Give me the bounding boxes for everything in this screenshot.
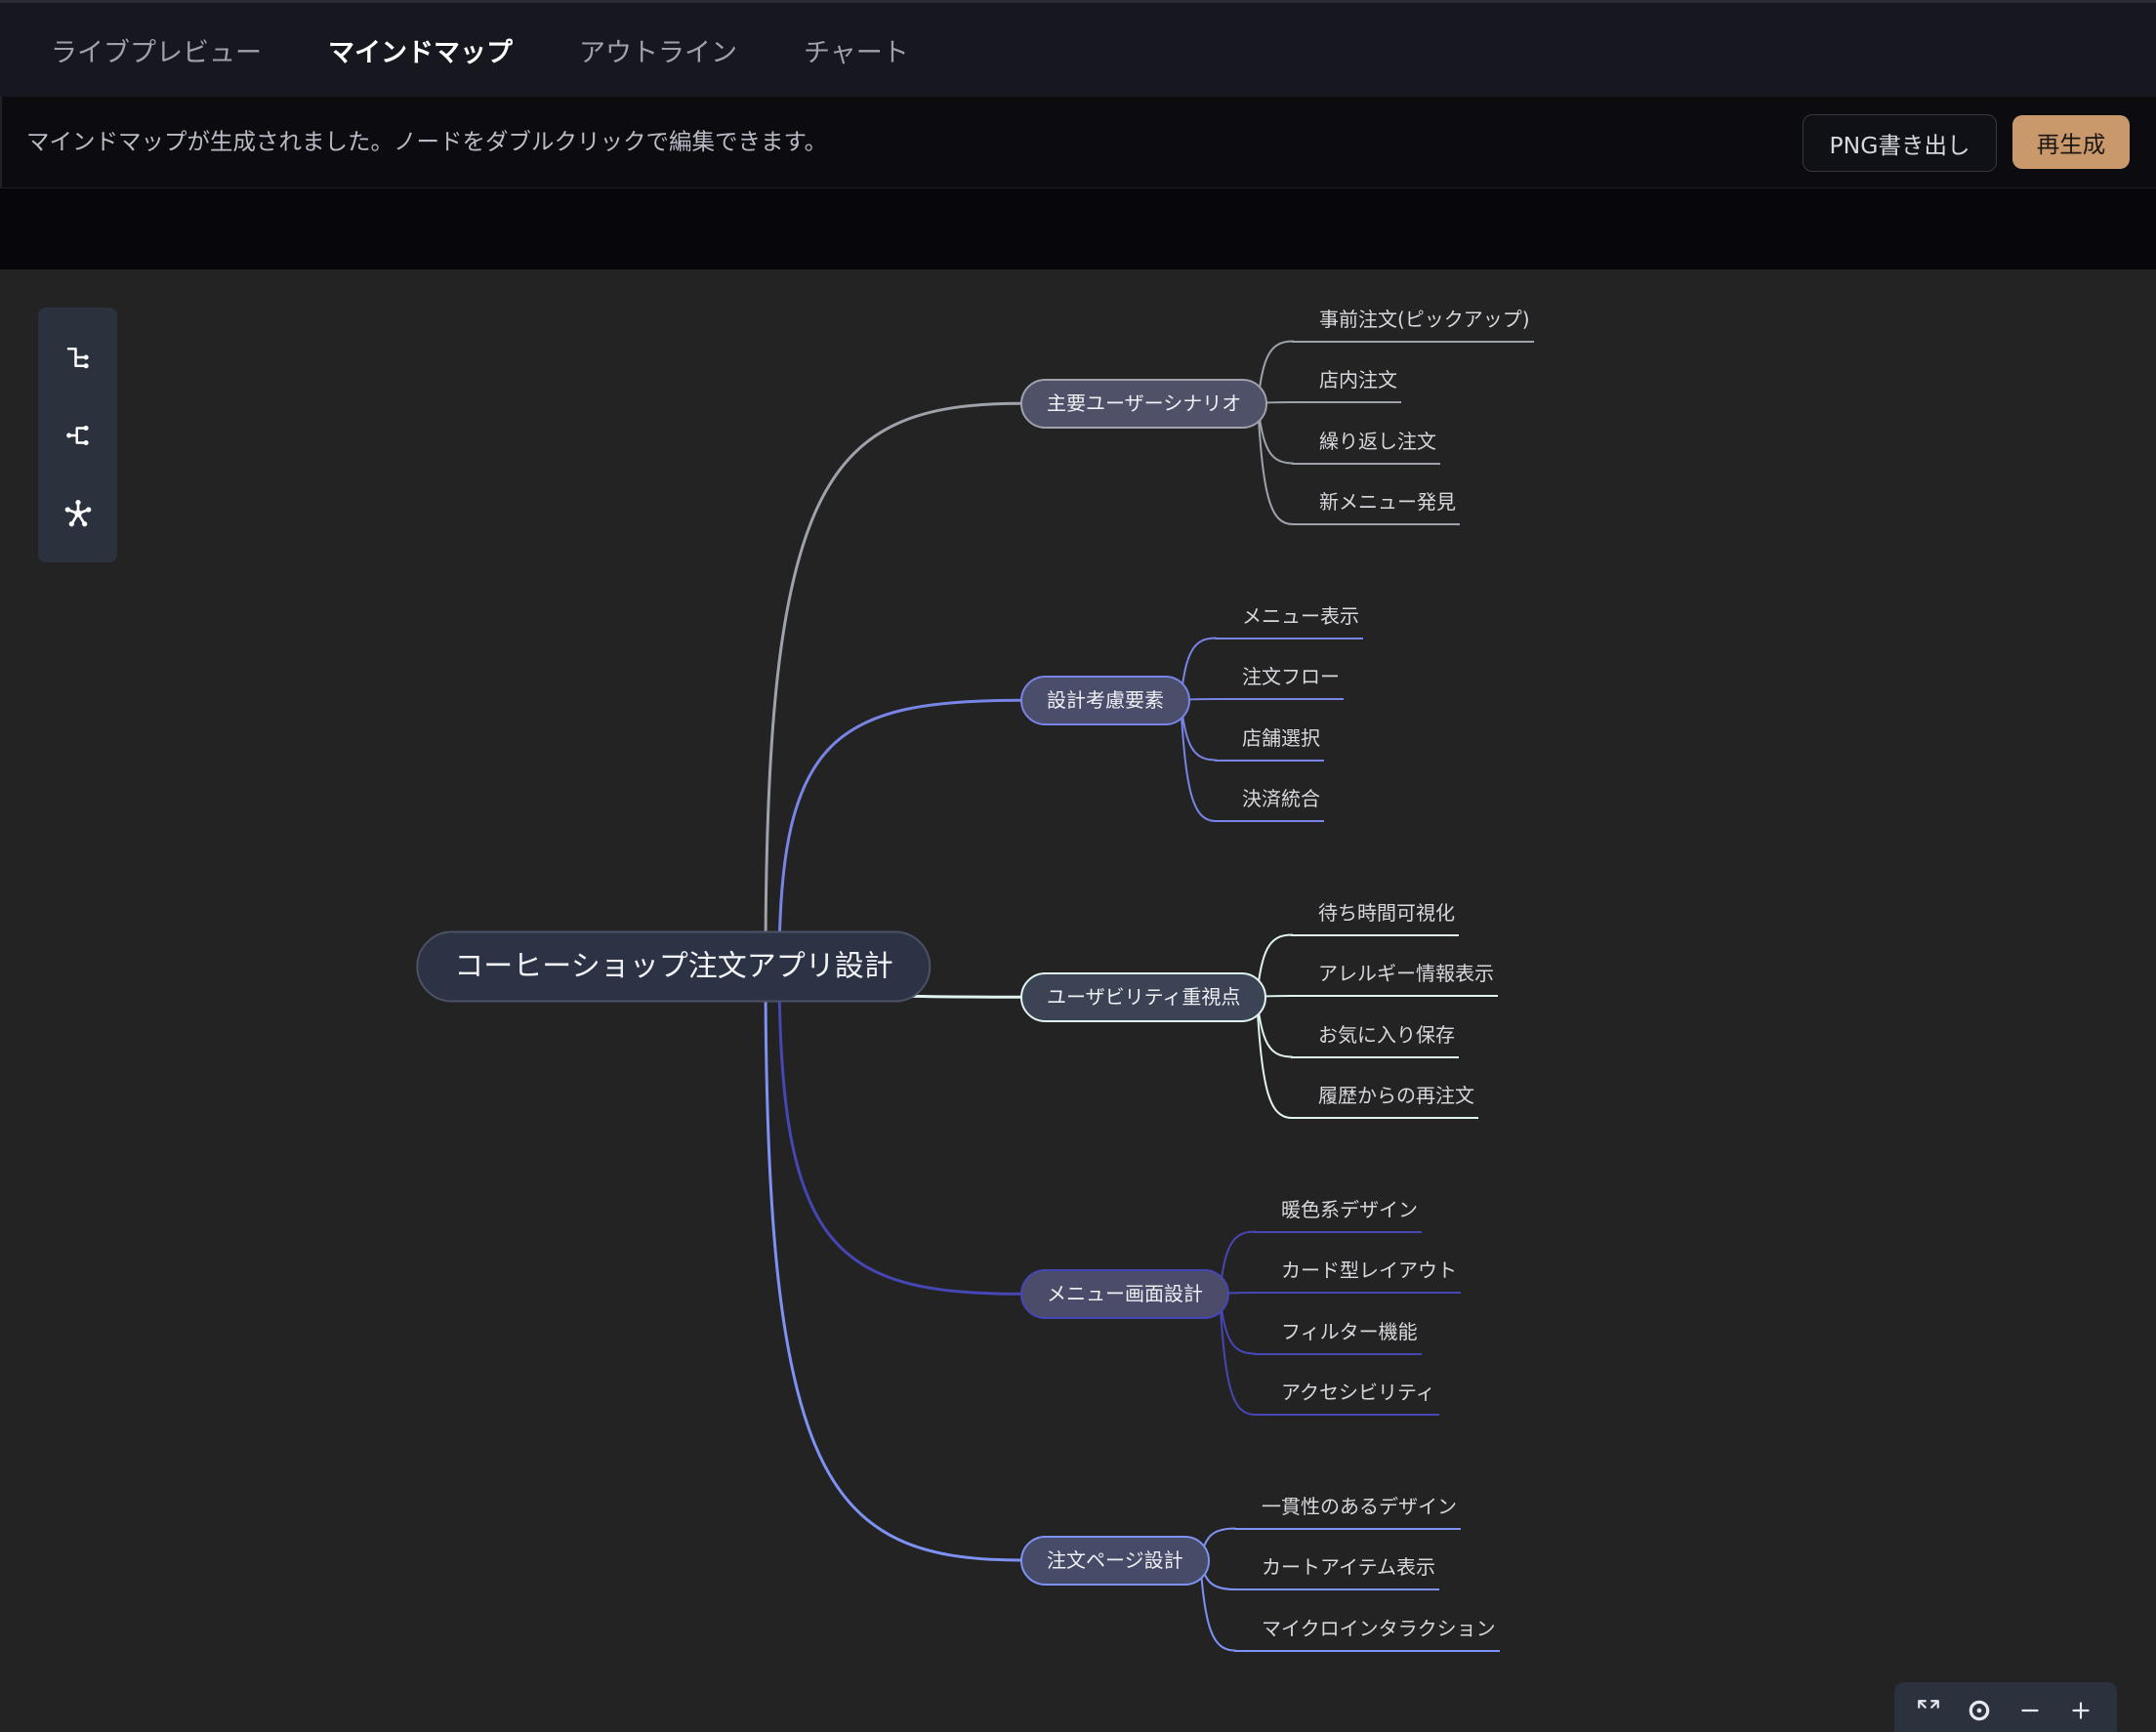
mindmap-layer: コーヒーショップ注文アプリ設計 主要ユーザーシナリオ事前注文(ピックアップ) 店内注… [0,269,2156,1732]
leaf-node[interactable]: 決済統合 [1215,787,1324,822]
logical-structure-button[interactable] [38,318,117,396]
logical-structure-icon [66,348,89,369]
leaf-node[interactable]: 待ち時間可視化 [1291,901,1459,936]
branch-node[interactable]: 注文ページ設計 [1020,1535,1210,1586]
layout-toolbar [38,308,117,562]
leaf-node[interactable]: 暖色系デザイン [1254,1198,1422,1233]
branch-connector [777,698,1022,969]
locate-button[interactable] [1967,1698,1992,1723]
tab-outline[interactable]: アウトライン [579,37,737,68]
fullscreen-icon [1918,1700,1939,1709]
leaf-connector [1219,1293,1256,1416]
zoom-in-icon [2072,1702,2090,1719]
zoom-out-icon [2021,1709,2039,1712]
leaf-node[interactable]: カード型レイアウト [1254,1258,1461,1294]
leaf-node[interactable]: 事前注文(ピックアップ) [1292,308,1534,343]
fullscreen-button[interactable] [1916,1698,1941,1723]
mind-map-structure-button[interactable] [38,396,117,474]
zoom-controls [1894,1682,2117,1732]
top-nav: ライブプレビュー マインドマップ アウトライン チャート [0,0,2156,97]
leaf-node[interactable]: 履歴からの再注文 [1291,1084,1478,1119]
export-png-button[interactable]: PNG書き出し [1803,114,1997,172]
toolbar-spacer [0,188,2156,269]
leaf-node[interactable]: 一貫性のあるデザイン [1234,1495,1461,1530]
mind-map-structure-icon [65,426,89,445]
leaf-connector [1256,996,1293,1119]
zoom-out-button[interactable] [2017,1698,2043,1723]
zoom-in-button[interactable] [2068,1698,2094,1723]
leaf-node[interactable]: カートアイテム表示 [1234,1555,1439,1590]
mindmap-canvas[interactable]: コーヒーショップ注文アプリ設計 主要ユーザーシナリオ事前注文(ピックアップ) 店内注… [0,269,2156,1732]
leaf-node[interactable]: メニュー表示 [1215,604,1363,639]
leaf-connector [1180,699,1217,822]
leaf-node[interactable]: 繰り返し注文 [1292,430,1440,465]
branch-node[interactable]: ユーザビリティ重視点 [1020,971,1267,1022]
tab-chart[interactable]: チャート [804,37,909,68]
leaf-node[interactable]: 店内注文 [1292,368,1401,403]
branch-node[interactable]: 主要ユーザーシナリオ [1020,378,1268,429]
leaf-node[interactable]: マイクロインタラクション [1234,1617,1500,1652]
leaf-connector [1199,1559,1236,1652]
leaf-node[interactable]: お気に入り保存 [1291,1023,1459,1058]
tab-live-preview[interactable]: ライブプレビュー [51,37,262,68]
leaf-node[interactable]: フィルター機能 [1254,1320,1422,1355]
radial-structure-icon [64,500,91,527]
leaf-node[interactable]: 注文フロー [1215,665,1344,700]
branch-connector [764,401,1022,969]
leaf-node[interactable]: 新メニュー発見 [1292,490,1460,525]
leaf-node[interactable]: アクセシビリティ [1254,1381,1439,1416]
leaf-connector [1257,402,1294,525]
root-node[interactable]: コーヒーショップ注文アプリ設計 [416,930,932,1003]
tab-mindmap[interactable]: マインドマップ [328,37,513,68]
branch-connector [777,965,1022,1296]
status-bar: マインドマップが生成されました。ノードをダブルクリックで編集できます。 PNG書… [0,97,2156,188]
locate-icon [1969,1700,1990,1721]
branch-connector [764,965,1022,1562]
leaf-node[interactable]: 店舗選択 [1215,726,1324,762]
branch-node[interactable]: 設計考慮要素 [1020,675,1190,725]
leaf-node[interactable]: アレルギー情報表示 [1291,962,1498,997]
radial-structure-button[interactable] [38,474,117,553]
status-message: マインドマップが生成されました。ノードをダブルクリックで編集できます。 [26,128,828,155]
regenerate-button[interactable]: 再生成 [2012,115,2130,169]
branch-node[interactable]: メニュー画面設計 [1020,1268,1229,1319]
